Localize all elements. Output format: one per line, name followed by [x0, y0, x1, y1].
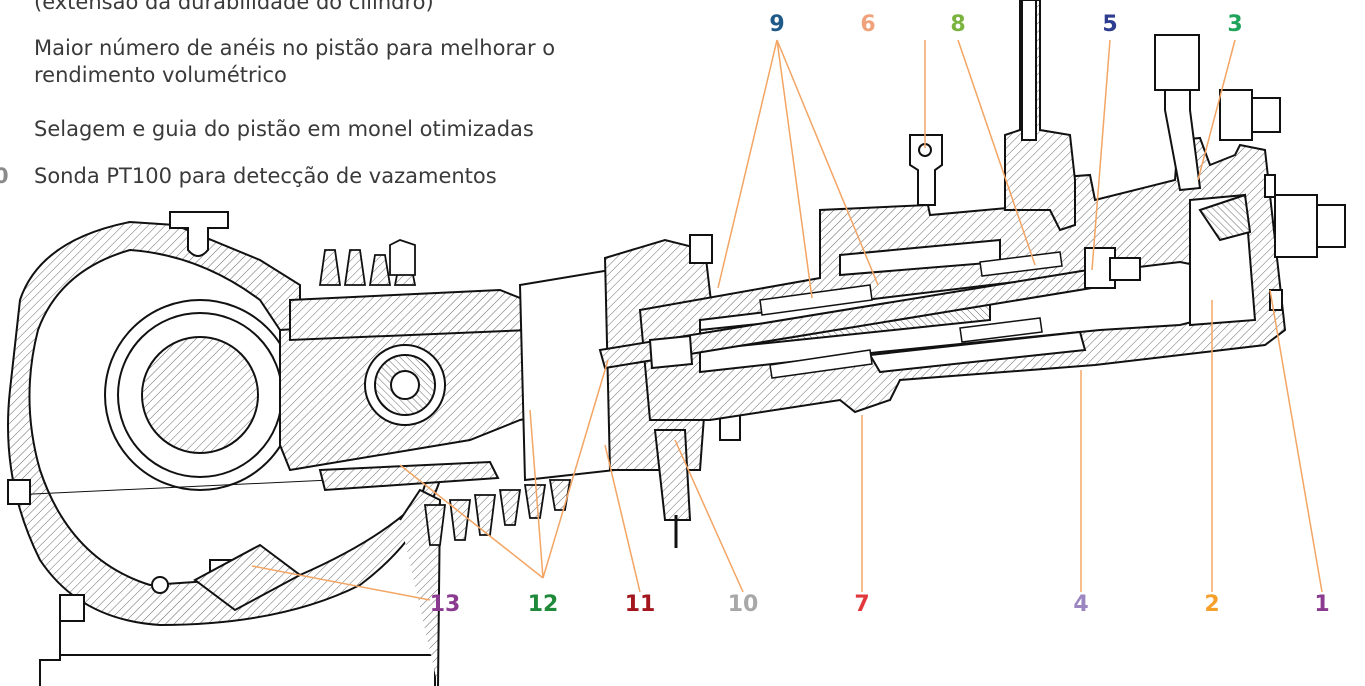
callout-label-13: 13	[429, 592, 461, 617]
callout-label-9: 9	[769, 12, 785, 37]
callout-label-7: 7	[854, 592, 870, 617]
callout-label-10: 10	[727, 592, 759, 617]
feature-text-1: (extensão da durabilidade do cilindro)	[34, 0, 434, 14]
callout-label-2: 2	[1204, 592, 1220, 617]
feature-text-2a: Maior número de anéis no pistão para mel…	[34, 36, 556, 60]
crosshead-fins	[318, 239, 572, 546]
feature-marker-4: 0	[0, 164, 9, 188]
callout-label-5: 5	[1102, 12, 1118, 37]
feature-text-4: Sonda PT100 para detecção de vazamentos	[34, 164, 497, 188]
callout-label-8: 8	[950, 12, 966, 37]
callout-label-11: 11	[624, 592, 656, 617]
callout-label-3: 3	[1227, 12, 1243, 37]
callout-label-6: 6	[860, 12, 876, 37]
piston-rod	[598, 247, 1141, 379]
callout-label-4: 4	[1073, 592, 1089, 617]
callout-label-1: 1	[1314, 592, 1330, 617]
feature-text-2b: rendimento volumétrico	[34, 63, 287, 87]
cylinder	[638, 0, 1346, 421]
callout-label-12: 12	[527, 592, 559, 617]
callout-leaders	[251, 39, 1323, 601]
feature-text-3: Selagem e guia do pistão em monel otimiz…	[34, 117, 534, 141]
connecting-rod	[279, 288, 601, 492]
